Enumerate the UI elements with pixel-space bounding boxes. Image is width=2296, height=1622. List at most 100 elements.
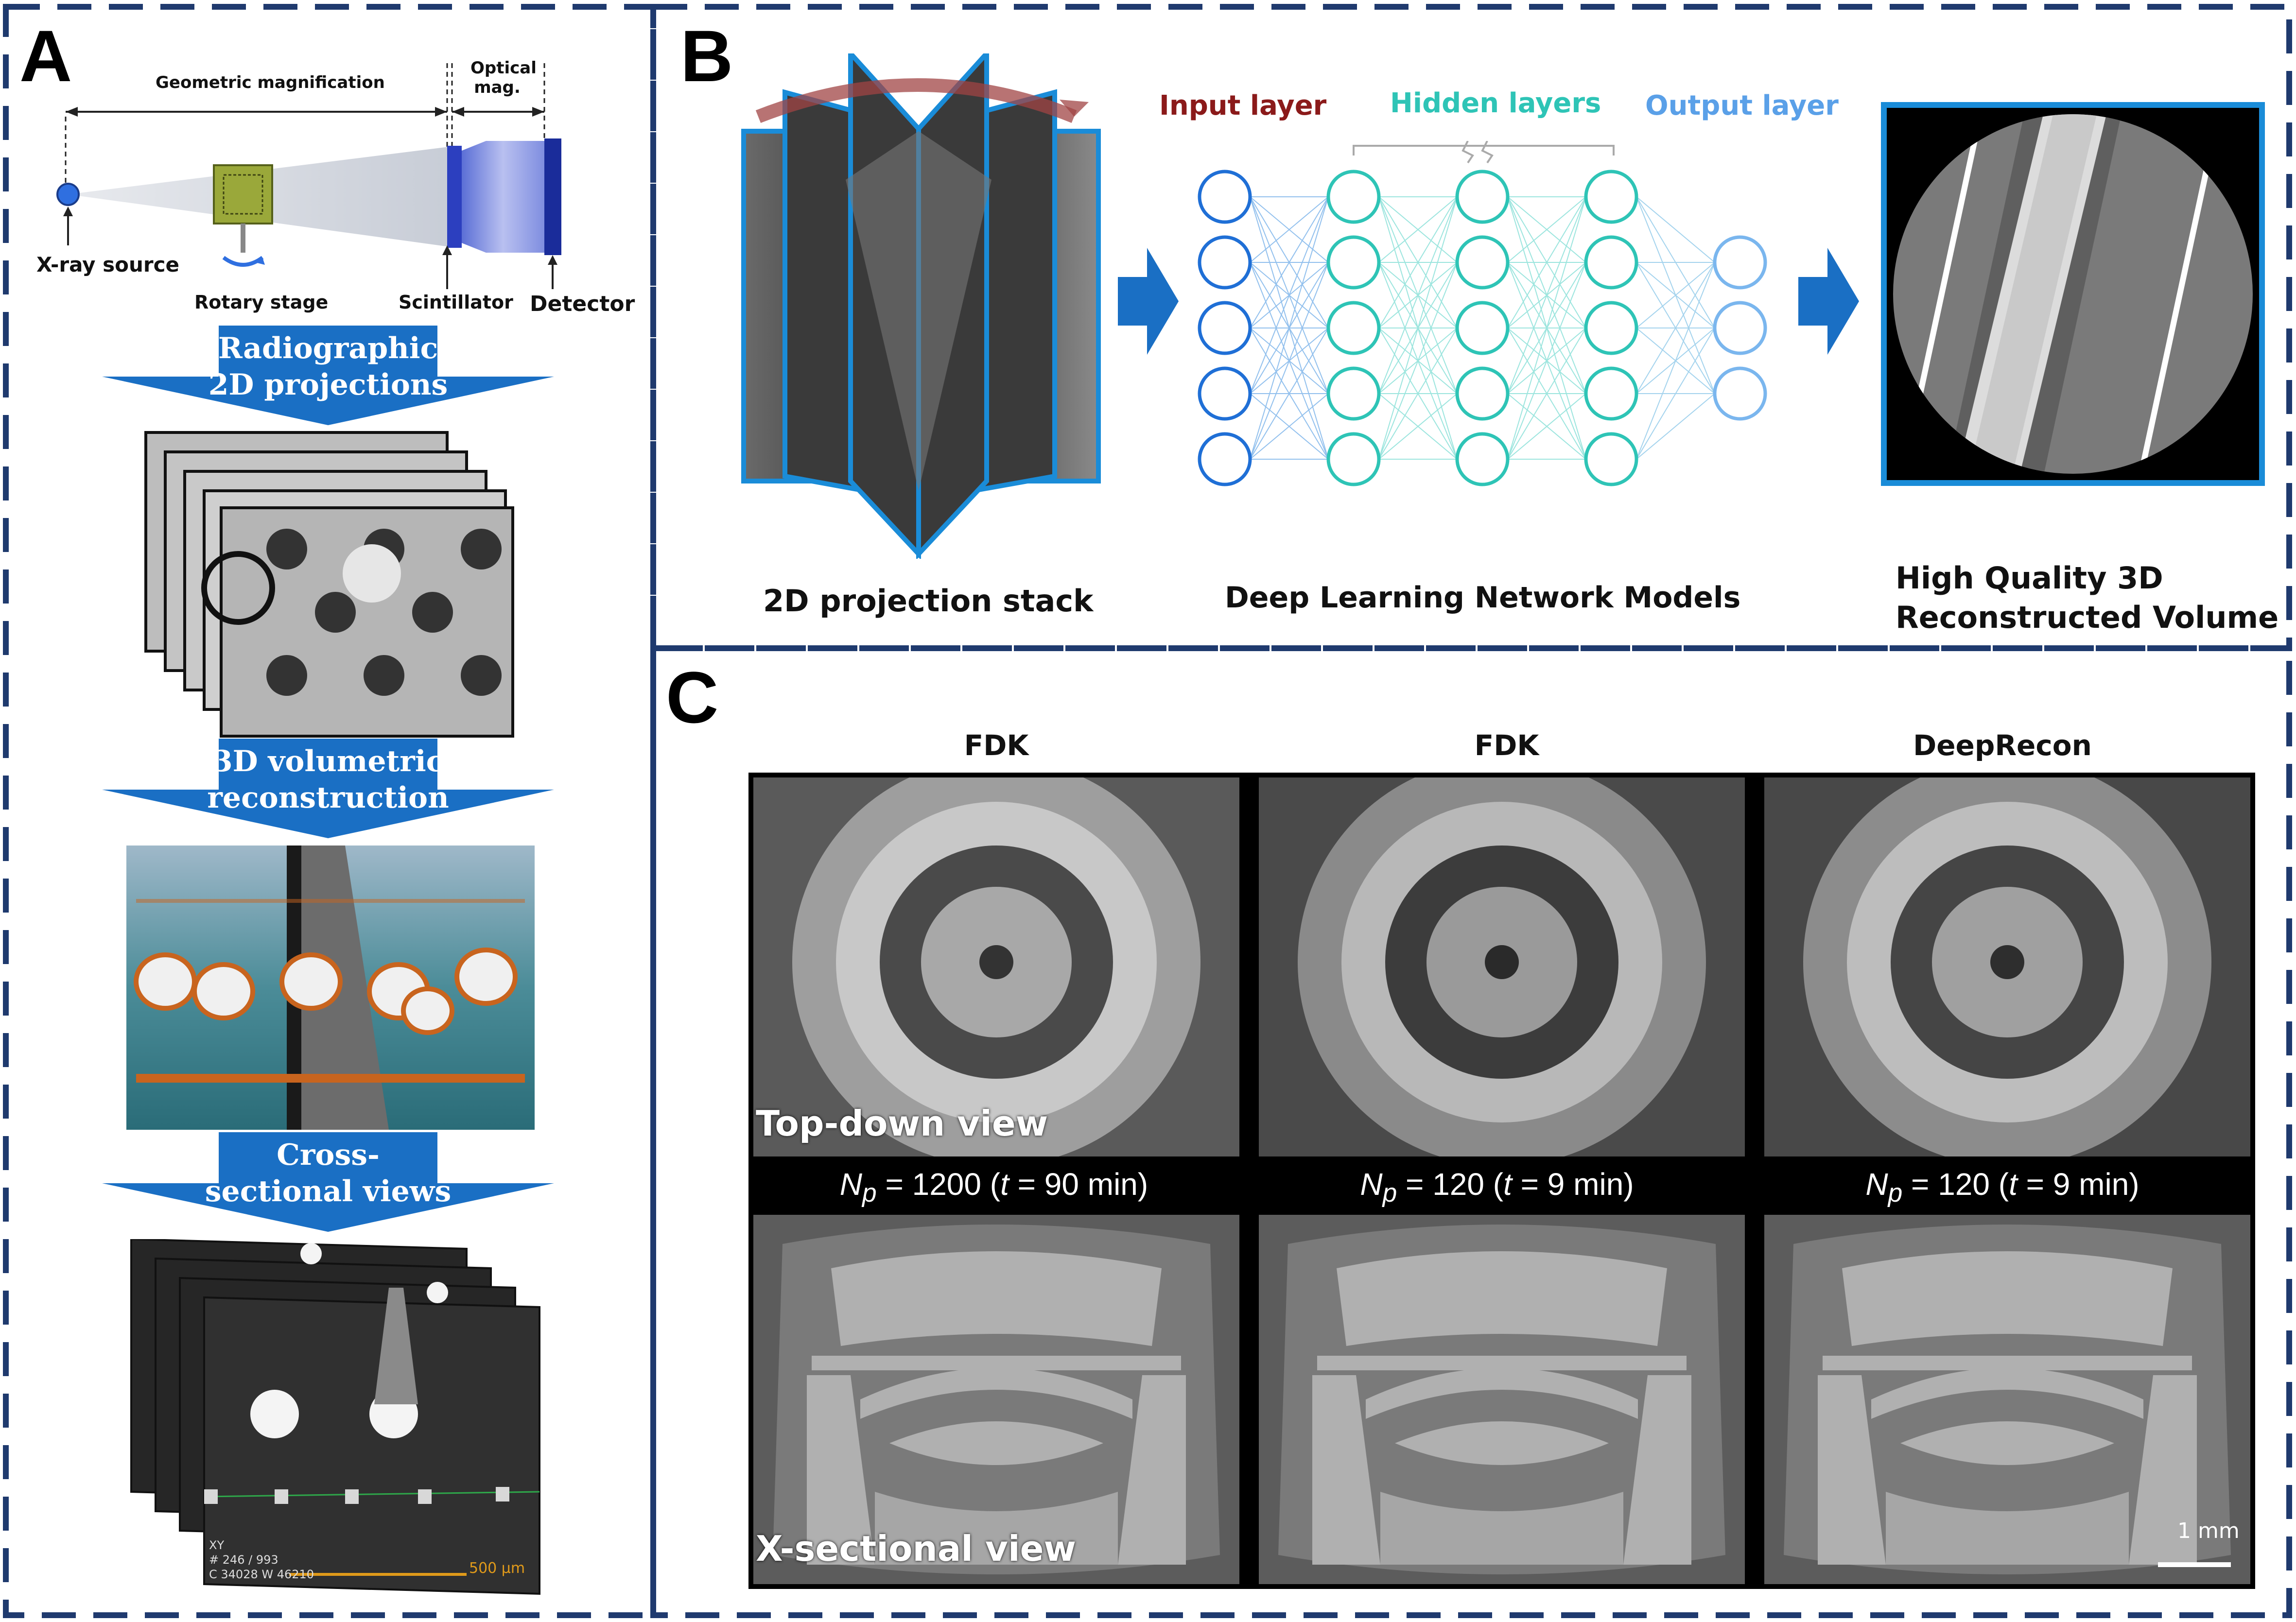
rotation-arc-icon (755, 78, 1077, 123)
np-label-2: Np = 120 (t = 9 min) (1360, 1167, 1634, 1208)
output-node (1713, 235, 1767, 290)
np-value-1: = 1200 ( (885, 1167, 1001, 1202)
panel-c-label: C (666, 656, 719, 738)
right-arrow-2 (1798, 248, 1859, 355)
xray-source-icon (56, 183, 80, 206)
hidden-node (1326, 235, 1381, 290)
hidden-layers-label: Hidden layers (1390, 87, 1601, 119)
hidden-node (1326, 366, 1381, 421)
neural-network-diagram (1198, 141, 1767, 486)
panel-a-label: A (19, 15, 72, 97)
projection-stack-illustration (741, 53, 1101, 559)
hidden-node (1455, 301, 1510, 355)
optics-icon (462, 141, 544, 253)
network-edge (1636, 328, 1715, 460)
optical-mag-line2: mag. (474, 78, 521, 97)
detector-icon (544, 138, 561, 255)
right-arrow-1 (1118, 248, 1179, 355)
arrow3-line1: Cross- (277, 1138, 380, 1172)
t-value-2: = 9 min) (1520, 1167, 1634, 1202)
arrow1-line1: Radiographic (218, 331, 438, 365)
reconstructed-volume-image (1881, 102, 2265, 486)
network-edge (1378, 393, 1458, 460)
np-value-3: = 120 ( (1911, 1167, 2009, 1202)
sample-chip-icon (213, 164, 273, 224)
network-edge (1250, 262, 1329, 460)
slice-scale-bar-label: 500 μm (469, 1560, 525, 1577)
arrow2-line2: reconstruction (207, 781, 449, 815)
output-node (1713, 301, 1767, 355)
arrow2-line1: 3D volumetric (212, 744, 444, 778)
slice-info-line3: C 34028 W 46210 (209, 1568, 314, 1581)
network-edge (1507, 196, 1586, 394)
network-edge (1636, 262, 1715, 328)
network-edge (1507, 196, 1586, 328)
network-edge (1250, 196, 1329, 394)
top-down-views (753, 777, 2250, 1156)
hidden-node (1584, 235, 1638, 290)
panel-b-frame (650, 4, 2292, 651)
network-edge (1507, 393, 1586, 460)
slice-info-line2: # 246 / 993 (209, 1553, 278, 1567)
input-node (1198, 235, 1252, 290)
caption-projection-stack: 2D projection stack (763, 583, 1094, 619)
hidden-node (1326, 301, 1381, 355)
hidden-node (1326, 432, 1381, 486)
input-node (1198, 301, 1252, 355)
projection-images-stack (144, 431, 514, 738)
t-value-1: = 90 min) (1017, 1167, 1148, 1202)
network-edge (1378, 328, 1458, 460)
optical-mag-line1: Optical (470, 58, 537, 78)
hidden-node (1455, 366, 1510, 421)
output-layer-label: Output layer (1645, 90, 1839, 121)
network-edge (1636, 262, 1715, 394)
x-sectional-views (753, 1215, 2250, 1584)
column-title-fdk-2: FDK (1474, 729, 1539, 762)
network-edge (1250, 196, 1329, 328)
network-edge (1507, 196, 1586, 460)
hidden-node (1584, 301, 1638, 355)
hidden-node (1584, 432, 1638, 486)
np-label-1: Np = 1200 (t = 90 min) (839, 1167, 1148, 1208)
xray-source-label: X-ray source (36, 253, 179, 276)
slice-info-readout: XY # 246 / 993 C 34028 W 46210 (209, 1538, 314, 1582)
rotation-arrow-icon (222, 256, 264, 267)
network-edge (1250, 328, 1329, 460)
panel-b-label: B (680, 15, 733, 97)
network-edge (1636, 393, 1715, 460)
hidden-node (1584, 170, 1638, 224)
network-edge (1378, 196, 1458, 328)
caption-network-models: Deep Learning Network Models (1225, 581, 1741, 615)
output-node (1713, 366, 1767, 421)
network-edge (1378, 196, 1458, 263)
np-value-2: = 120 ( (1406, 1167, 1504, 1202)
np-label-3: Np = 120 (t = 9 min) (1865, 1167, 2139, 1208)
cross-section-arrow-text: Cross- sectional views (194, 1137, 462, 1210)
network-edge (1636, 196, 1715, 263)
panel-c-frame (650, 645, 2292, 1618)
column-title-fdk-1: FDK (964, 729, 1029, 762)
reconstruction-arrow (102, 739, 554, 838)
network-edge (1507, 328, 1586, 460)
hidden-node (1455, 235, 1510, 290)
cross-section-slices-stack (130, 1239, 540, 1595)
input-layer-label: Input layer (1159, 90, 1327, 121)
network-edge (1250, 393, 1329, 460)
geometric-magnification-label: Geometric magnification (156, 73, 385, 92)
input-node (1198, 170, 1252, 224)
caption-volume-line1: High Quality 3D (1896, 560, 2163, 596)
input-node (1198, 366, 1252, 421)
volume-render-image (126, 846, 535, 1130)
t-value-3: = 9 min) (2026, 1167, 2139, 1202)
xray-setup-schematic (56, 63, 561, 289)
scale-bar-label: 1 mm (2177, 1518, 2240, 1543)
network-edge (1507, 196, 1586, 263)
arrow1-line2: 2D projections (208, 368, 448, 402)
hidden-node (1455, 432, 1510, 486)
network-edge (1378, 196, 1458, 394)
input-node (1198, 432, 1252, 486)
optical-mag-label: Optical mag. (470, 58, 537, 97)
network-edge (1250, 196, 1329, 460)
network-edge (1378, 196, 1458, 460)
